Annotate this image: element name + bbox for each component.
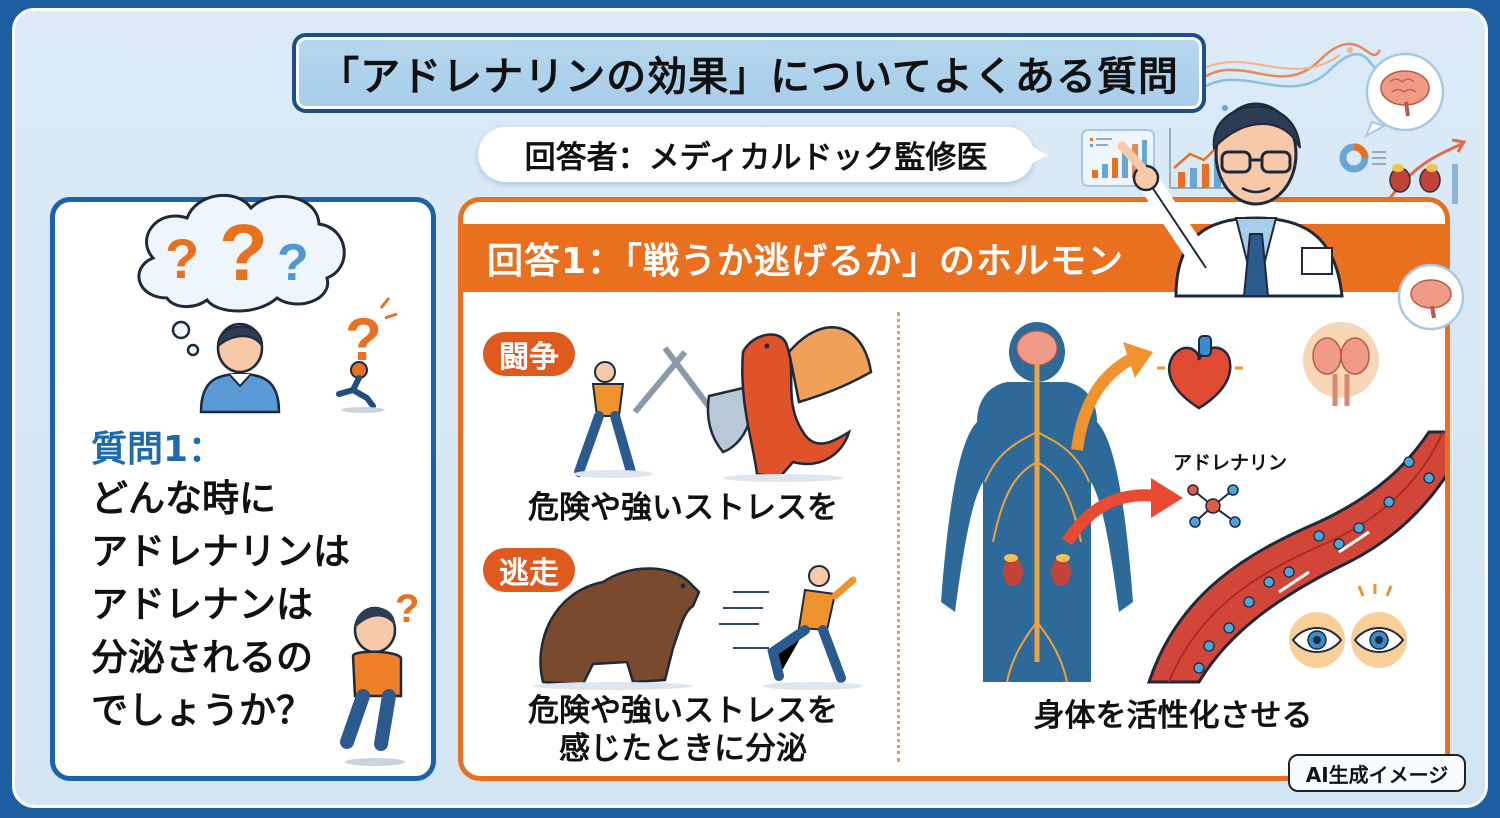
question-line: アドレナンは bbox=[91, 583, 313, 626]
thought-dots-icon bbox=[171, 320, 200, 357]
question-panel: ? ? ? ? 質問1： どんな時に アドレナリンは アドレナン bbox=[50, 193, 436, 781]
molecule-icon bbox=[1187, 484, 1241, 528]
kidneys-chart-icon bbox=[1388, 138, 1467, 204]
fleeing-bear-icon bbox=[533, 565, 863, 690]
blood-vessel-icon bbox=[1146, 430, 1445, 684]
running-question-icon: ? bbox=[336, 297, 398, 413]
answer-panel: 回答1：「戦うか逃げるか」のホルモン 闘争 危険や強いストレスを 逃走 bbox=[458, 197, 1450, 781]
svg-text:?: ? bbox=[165, 227, 199, 290]
flight-caption: 危険や強いストレスを 感じたときに分泌 bbox=[493, 692, 873, 768]
orange-arrow-icon bbox=[1071, 342, 1153, 451]
flight-tag: 逃走 bbox=[483, 548, 575, 592]
body-caption: 身体を活性化させる bbox=[1033, 698, 1313, 734]
ai-generated-badge: AI生成イメージ bbox=[1288, 754, 1466, 792]
doctor-illustration-icon bbox=[1117, 102, 1344, 298]
pondering-person-icon: ? bbox=[340, 587, 419, 766]
fighting-dragon-icon bbox=[573, 326, 873, 482]
fight-tag: 闘争 bbox=[483, 332, 575, 376]
adrenaline-label: アドレナリン bbox=[1173, 452, 1288, 474]
question-line: でしょうか？ bbox=[91, 689, 313, 732]
heart-icon bbox=[1157, 335, 1243, 410]
responder-label: 回答者：メディカルドック監修医 bbox=[524, 140, 988, 176]
red-arrow-icon bbox=[1061, 478, 1183, 546]
question-line: アドレナリンは bbox=[91, 530, 350, 573]
thought-cloud-icon: ? ? ? bbox=[137, 193, 346, 313]
flight-caption-line: 危険や強いストレスを bbox=[528, 693, 838, 729]
thinking-person-icon bbox=[199, 322, 281, 414]
question-text: どんな時に アドレナリンは アドレナンは 分泌されるの でしょうか？ bbox=[91, 472, 350, 737]
fight-caption: 危険や強いストレスを bbox=[528, 490, 838, 526]
question-line: 分泌されるの bbox=[91, 636, 313, 679]
adrenal-gland-icon bbox=[1303, 322, 1379, 406]
donut-chart-icon bbox=[1339, 143, 1386, 173]
page-title-banner: 「アドレナリンの効果」についてよくある質問 bbox=[292, 33, 1206, 113]
dotted-divider bbox=[897, 312, 900, 762]
alert-eyes-icon bbox=[1289, 584, 1407, 668]
page-title: 「アドレナリンの効果」についてよくある質問 bbox=[319, 54, 1179, 100]
brain-bubble-small-icon bbox=[1397, 263, 1465, 331]
svg-text:?: ? bbox=[219, 208, 268, 297]
nervous-system-body-icon bbox=[941, 322, 1133, 683]
responder-bubble: 回答者：メディカルドック監修医 bbox=[478, 127, 1048, 182]
svg-text:?: ? bbox=[395, 587, 419, 631]
svg-text:?: ? bbox=[277, 234, 309, 292]
flight-caption-line: 感じたときに分泌 bbox=[559, 731, 807, 767]
decorative-waves-icon bbox=[1199, 42, 1382, 111]
question-number: 質問1： bbox=[91, 429, 225, 470]
question-line: どんな時に bbox=[91, 477, 276, 520]
svg-text:?: ? bbox=[345, 306, 382, 373]
answer-title: 回答1：「戦うか逃げるか」のホルモン bbox=[487, 241, 1125, 282]
brain-bubble-icon bbox=[1363, 52, 1445, 139]
